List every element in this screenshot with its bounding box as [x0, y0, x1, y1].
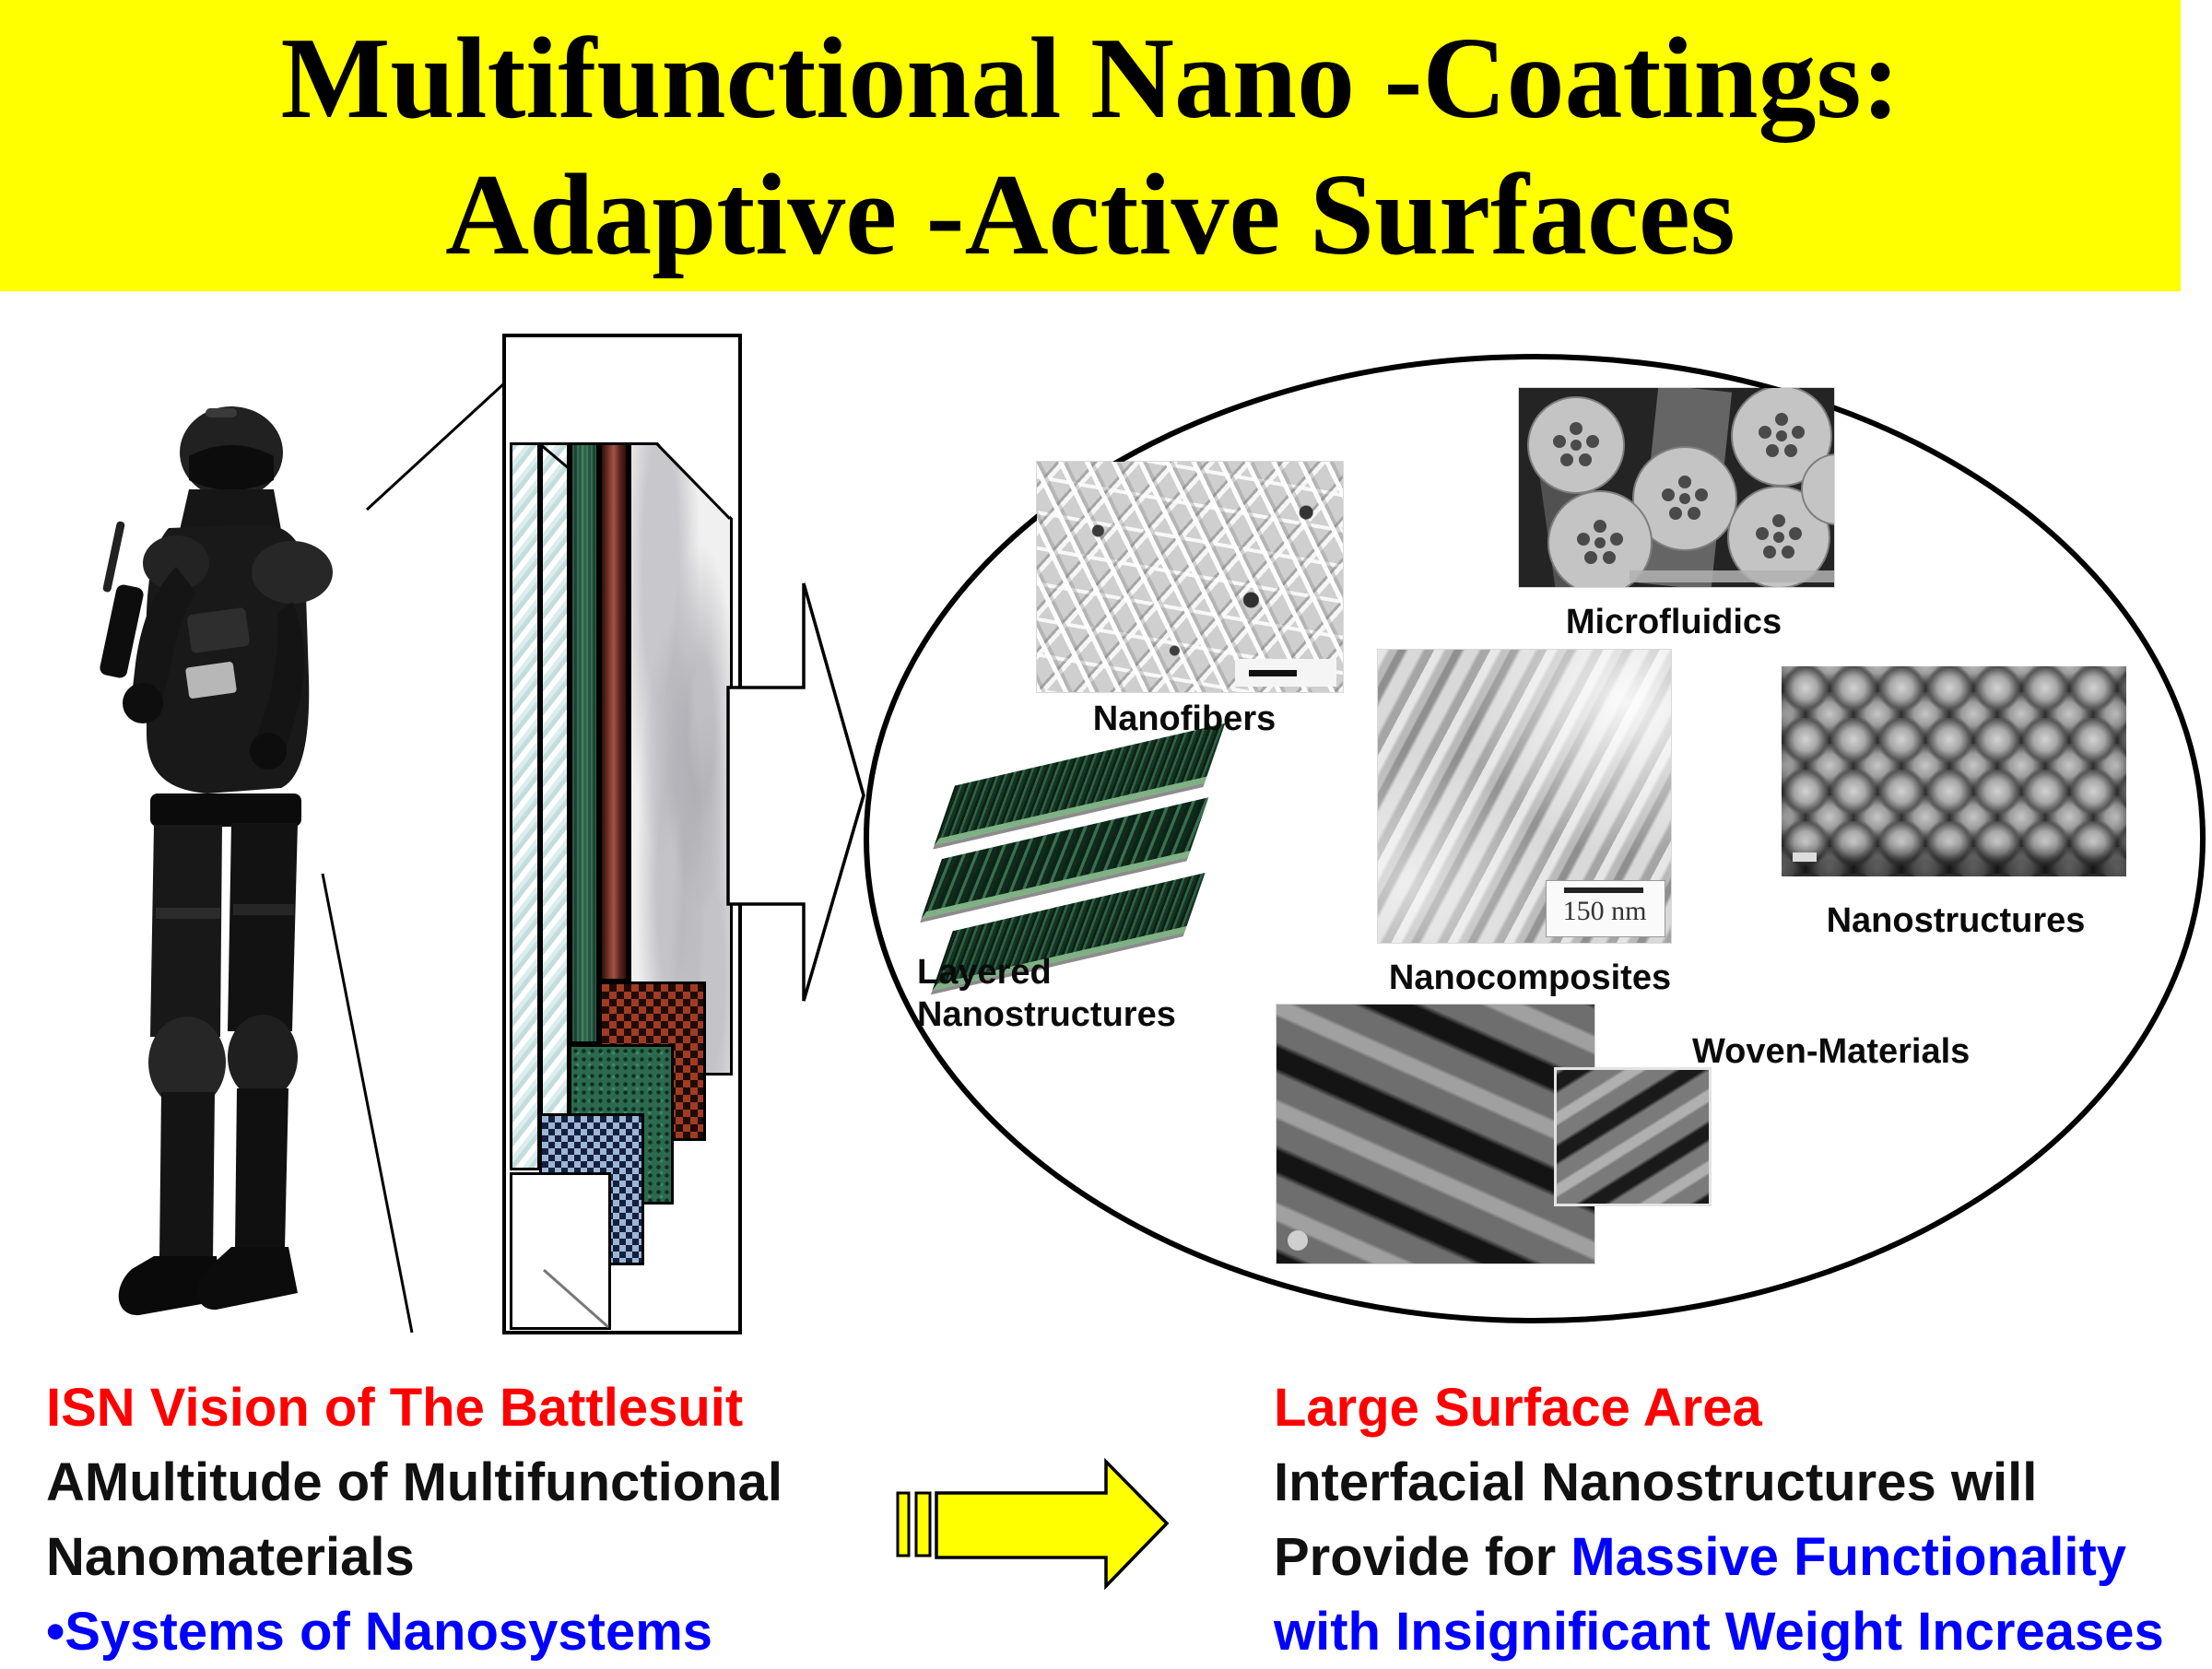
nanocomposites-label: Nanocomposites: [1388, 958, 1672, 997]
battlesuit-text-block: ISN Vision of The Battlesuit AMultitude …: [46, 1370, 782, 1669]
coating-layer-outer-marble: [629, 442, 733, 1075]
weight-increases-line: with Insignificant Weight Increases: [1274, 1602, 2164, 1662]
coating-layer-maroon: [599, 442, 629, 981]
microfluidics-image: [1519, 388, 1834, 587]
coating-layer-green: [570, 442, 599, 1044]
layered-label-line2: Nanostructures: [917, 995, 1176, 1034]
nanostructures-scale-mark: [1793, 852, 1817, 862]
provide-for-line: Provide for Massive Functionality: [1274, 1520, 2164, 1594]
nanomaterials-line: Nanomaterials: [46, 1527, 415, 1587]
nanostructures-image: [1782, 666, 2126, 876]
woven-scale-mark: [1288, 1230, 1308, 1251]
layered-nanostructures-label: Layered Nanostructures: [917, 951, 1176, 1036]
multitude-line: AMultitude of Multifunctional: [46, 1452, 782, 1512]
layered-label-line1: Layered: [917, 953, 1052, 992]
nanocomposites-scalebar-line: [1564, 887, 1643, 893]
coating-layer-hatched-2: [540, 442, 570, 1170]
microfluidics-label: Microfluidics: [1565, 603, 1783, 641]
nanofibers-label: Nanofibers: [1092, 699, 1277, 738]
woven-materials-label: Woven-Materials: [1692, 1032, 1971, 1071]
massive-functionality-text: Massive Functionality: [1571, 1527, 2127, 1587]
interfacial-line: Interfacial Nanostructures will: [1274, 1452, 2038, 1512]
slide-title-line1: Multifunctional Nano -Coatings:: [280, 15, 1900, 143]
provide-for-text: Provide for: [1274, 1527, 1571, 1587]
nanostructures-label: Nanostructures: [1826, 901, 2086, 940]
large-surface-area-heading: Large Surface Area: [1274, 1378, 1762, 1438]
coating-layer-hatched-1: [510, 442, 540, 1170]
slide-title-line2: Adaptive -Active Surfaces: [445, 151, 1735, 279]
magnify-arrow: [726, 582, 865, 1002]
nanofibers-scalebar-line: [1249, 670, 1297, 676]
title-banner: Multifunctional Nano -Coatings: Adaptive…: [0, 0, 2181, 291]
nanocomposites-scale-text: 150 nm: [1562, 896, 1647, 926]
battlesuit-soldier-image: [100, 406, 333, 1316]
coating-fold-box: [510, 1172, 611, 1330]
woven-materials-image: [1277, 1005, 1594, 1264]
surface-area-text-block: Large Surface Area Interfacial Nanostruc…: [1274, 1370, 2164, 1669]
systems-of-nanosystems-line: •Systems of Nanosystems: [46, 1602, 713, 1662]
isn-vision-heading: ISN Vision of The Battlesuit: [46, 1378, 744, 1438]
woven-materials-inset-image: [1554, 1067, 1712, 1206]
nanofibers-image: [1037, 462, 1343, 692]
implies-arrow: [896, 1457, 1170, 1591]
